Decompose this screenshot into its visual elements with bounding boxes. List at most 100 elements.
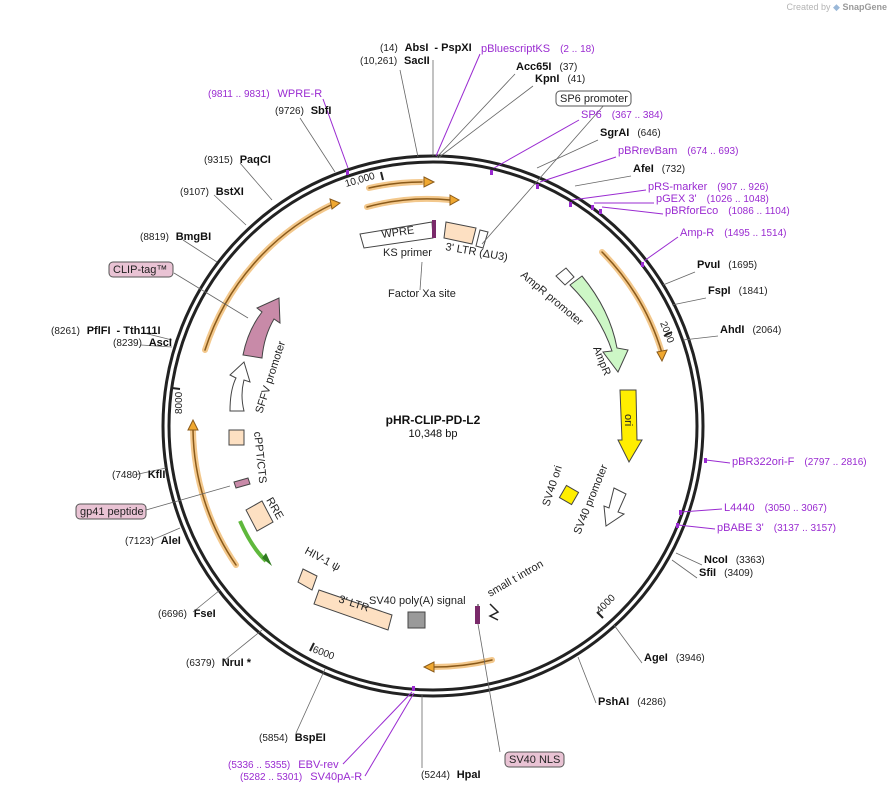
orf-head-bottom [422,661,435,673]
site-kpni: KpnI(41) [535,73,585,85]
pconn-ampr [643,236,679,262]
conn-pvui [662,271,696,286]
site-bstxi: (9107) BstXI [180,186,244,198]
primer-name: pBRforEco [665,205,718,217]
wpre-label: WPRE [381,224,415,240]
primer-connectors [322,53,731,777]
primer-name: Amp-R [680,227,714,239]
sv40-nls-label: SV40 NLS [509,754,560,766]
primer-name: SP6 [581,109,602,121]
site-pos: (2064) [752,325,781,336]
orf-arc-right-core [601,251,663,354]
primer-l4440: L4440(3050 .. 3067) [724,502,827,514]
conn-paqci [239,162,273,201]
feature-connectors [145,103,606,753]
small-t-intron-label: small t intron [486,558,546,600]
site-pos: (732) [662,164,685,175]
site-agei: AgeI(3946) [644,652,705,664]
site-pos: (9726) [275,106,307,117]
primer-name: L4440 [724,502,755,514]
primer-name: pRS-marker [648,181,708,193]
pconn-sv40pa [364,692,415,777]
tick-4000 [596,611,604,619]
sv40-ori-label: SV40 ori [540,464,564,508]
site-name: KflI [148,469,166,481]
sv40-polya-feature [407,611,426,629]
primer-name: pBR322ori-F [732,456,795,468]
pconn-pbrforeco [601,206,664,215]
ltr-3-feature [313,589,393,631]
primer-pbr322ori-f: pBR322ori-F (2797 .. 2816) [732,456,867,468]
primer-pos: (2797 .. 2816) [804,457,866,468]
site-pos: (6379) [186,658,218,669]
site-sacii: (10,261) SacII [360,55,430,67]
rre-feature [245,500,274,532]
site-pos: (41) [567,74,585,85]
site-name: AbsI [405,42,429,54]
site-sbfi: (9726) SbfI [275,105,331,117]
primer-pos: (5336 .. 5355) [228,760,290,771]
ks-primer-mark [432,220,436,238]
ampr-feature [569,275,629,373]
conn-bmgbi [182,239,218,263]
conn-afei [574,175,632,187]
site-pos: (3946) [676,653,705,664]
primer-pos: (1026 .. 1048) [707,194,769,205]
conn-factor-xa [419,261,423,291]
site-sfii: SfiI(3409) [699,567,753,579]
sv40-nls-box [504,751,565,768]
sv40-polya-label: SV40 poly(A) signal [369,595,466,607]
site-name: AhdI [720,324,744,336]
site-pflfi: (8261) PflFI- Tth111I [51,325,161,337]
primer-mark-1 [490,170,493,175]
gp41-box [75,503,147,520]
primer-pos: (2 .. 18) [560,44,594,55]
site-pos: (6696) [158,609,190,620]
site-bspei: (5854) BspEI [259,732,326,744]
site-name: SbfI [311,105,332,117]
site-bmgbi: (8819) BmgBI [140,231,211,243]
orf-arc-left-bottom-core [192,429,237,566]
primer-wpre-r: (9811 .. 9831)WPRE-R [208,88,322,100]
cppt-cts-label: cPPT/CTS [251,431,268,484]
site-name: FspI [708,285,731,297]
watermark-prefix: Created by [786,2,831,12]
clip-tag-label: CLIP-tag™ [113,264,167,276]
site-name: PaqCI [240,154,271,166]
site-name: NruI * [222,657,252,669]
site-pos: (3363) [736,555,765,566]
site-hpai: (5244) HpaI [421,769,481,781]
site-name: AfeI [633,163,654,175]
primer-pbrrevbam: pBRrevBam(674 .. 693) [618,145,738,157]
ori-feature [617,389,643,464]
orf-arrowheads [187,176,668,673]
small-t-intron-mark [475,606,480,624]
orf-head-top-2 [449,194,461,206]
inner-features [228,220,643,631]
site-nrui: (6379) NruI * [186,657,252,669]
backbone-inner [167,160,699,692]
site-pos: (8819) [140,232,172,243]
primer-name: pBRrevBam [618,145,677,157]
primer-mark-4 [591,205,594,210]
orf-arc-top-1-core [368,181,423,189]
site-kfli: (7480) KflI [112,469,165,481]
small-t-intron-symbol [488,603,500,621]
tick-8000 [171,387,181,390]
site-afei: AfeI (732) [633,163,685,175]
site-pos: (9107) [180,187,212,198]
site-acc65i: Acc65I(37) [516,61,577,73]
conn-sv40-nls [477,623,501,753]
conn-ncoi [675,552,703,566]
site-pos: (9315) [204,155,236,166]
conn-agei [613,624,643,664]
primer-mark-5 [599,209,602,214]
primer-mark-7 [704,458,707,463]
primer-pos: (367 .. 384) [612,110,663,121]
primer-name: pGEX 3' [656,193,697,205]
site-name: BstXI [216,186,244,198]
site-name: FseI [194,608,216,620]
site-fspi: FspI(1841) [708,285,768,297]
site-pos: (10,261) [360,56,400,67]
site-alei: (7123) AleI [125,535,181,547]
